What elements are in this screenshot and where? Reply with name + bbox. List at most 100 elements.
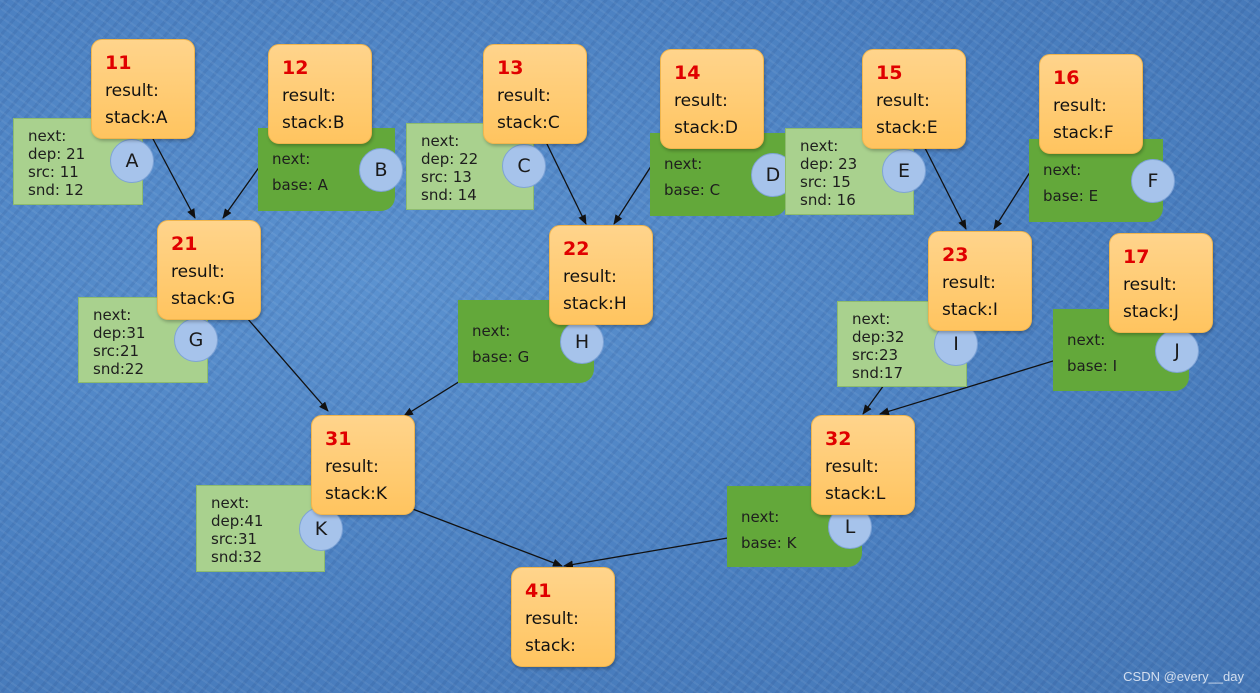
- stack-line: dep: 23: [800, 155, 858, 173]
- edge-21-31: [246, 317, 329, 412]
- stack-line: snd: 16: [800, 191, 856, 209]
- task-box-15: 15 result: stack:E: [862, 49, 966, 149]
- task-box-21: 21 result: stack:G: [157, 220, 261, 320]
- task-box-32: 32 result: stack:L: [811, 415, 915, 515]
- task-id: 16: [1053, 67, 1080, 89]
- task-result: result:: [325, 457, 379, 477]
- task-result: result:: [825, 457, 879, 477]
- task-result: result:: [497, 86, 551, 106]
- stack-line: next:: [664, 155, 703, 173]
- task-stack: stack:E: [876, 118, 938, 138]
- stack-line: next:: [1043, 161, 1082, 179]
- stack-line: next:: [741, 508, 780, 526]
- stack-label-e: E: [882, 149, 926, 193]
- task-id: 13: [497, 57, 524, 79]
- task-id: 23: [942, 244, 969, 266]
- stack-line: next:: [800, 137, 839, 155]
- stack-line: src:21: [93, 342, 140, 360]
- task-stack: stack:A: [105, 108, 168, 128]
- task-stack: stack:K: [325, 484, 388, 504]
- task-box-17: 17 result: stack:J: [1109, 233, 1213, 333]
- task-result: result:: [876, 91, 930, 111]
- task-stack: stack:L: [825, 484, 886, 504]
- stack-line: next:: [421, 132, 460, 150]
- stack-line: base: I: [1067, 357, 1118, 375]
- stack-line: base: C: [664, 181, 721, 199]
- stack-line: next:: [272, 150, 311, 168]
- stack-line: base: E: [1043, 187, 1099, 205]
- task-result: result:: [942, 273, 996, 293]
- task-result: result:: [525, 609, 579, 629]
- stack-line: snd:17: [852, 364, 903, 382]
- task-result: result:: [1053, 96, 1107, 116]
- task-id: 22: [563, 238, 590, 260]
- stack-line: dep: 22: [421, 150, 479, 168]
- stack-line: next:: [1067, 331, 1106, 349]
- task-id: 21: [171, 233, 198, 255]
- stack-label-b: B: [359, 148, 403, 192]
- stack-line: next:: [28, 127, 67, 145]
- stack-label-f: F: [1131, 159, 1175, 203]
- task-box-12: 12 result: stack:B: [268, 44, 372, 144]
- task-id: 11: [105, 52, 132, 74]
- stack-label-j: J: [1155, 329, 1199, 373]
- task-stack: stack:B: [282, 113, 345, 133]
- stack-line: src:31: [211, 530, 258, 548]
- stack-label-g: G: [174, 318, 218, 362]
- stack-line: snd: 14: [421, 186, 477, 204]
- edge-31-41: [409, 507, 563, 567]
- task-result: result:: [563, 267, 617, 287]
- stack-line: dep: 21: [28, 145, 86, 163]
- task-box-23: 23 result: stack:I: [928, 231, 1032, 331]
- task-box-11: 11 result: stack:A: [91, 39, 195, 139]
- stack-line: base: K: [741, 534, 797, 552]
- stack-line: snd:32: [211, 548, 262, 566]
- edge-15-23: [923, 145, 967, 230]
- stack-line: base: G: [472, 348, 530, 366]
- task-box-16: 16 result: stack:F: [1039, 54, 1143, 154]
- task-stack: stack:C: [497, 113, 560, 133]
- task-result: result:: [105, 81, 159, 101]
- task-stack: stack:G: [171, 289, 236, 309]
- stack-line: dep:41: [211, 512, 264, 530]
- stack-line: next:: [852, 310, 891, 328]
- task-box-14: 14 result: stack:D: [660, 49, 764, 149]
- stack-line: src:23: [852, 346, 899, 364]
- stack-line: src: 11: [28, 163, 79, 181]
- task-stack: stack:I: [942, 300, 998, 320]
- stack-label-a: A: [110, 139, 154, 183]
- task-stack: stack:D: [674, 118, 738, 138]
- task-id: 12: [282, 57, 309, 79]
- task-id: 17: [1123, 246, 1150, 268]
- task-stack: stack:: [525, 636, 576, 656]
- stack-frame-a: next: dep: 21 src: 11 snd: 12: [13, 118, 143, 205]
- task-box-22: 22 result: stack:H: [549, 225, 653, 325]
- stack-line: base: A: [272, 176, 328, 194]
- task-result: result:: [171, 262, 225, 282]
- task-id: 15: [876, 62, 903, 84]
- task-box-13: 13 result: stack:C: [483, 44, 587, 144]
- stack-line: snd: 12: [28, 181, 84, 199]
- task-id: 14: [674, 62, 701, 84]
- task-result: result:: [1123, 275, 1177, 295]
- watermark: CSDN @every__day: [1123, 669, 1244, 684]
- edge-11-21: [151, 136, 196, 219]
- task-box-41: 41 result: stack:: [511, 567, 615, 667]
- task-id: 32: [825, 428, 852, 450]
- edge-13-22: [545, 141, 587, 225]
- stack-line: next:: [93, 306, 132, 324]
- stack-line: src: 13: [421, 168, 472, 186]
- stack-label-c: C: [502, 144, 546, 188]
- task-result: result:: [674, 91, 728, 111]
- task-box-31: 31 result: stack:K: [311, 415, 415, 515]
- task-stack: stack:H: [563, 294, 627, 314]
- stack-line: dep:32: [852, 328, 905, 346]
- task-result: result:: [282, 86, 336, 106]
- stack-label-h: H: [560, 320, 604, 364]
- stack-line: snd:22: [93, 360, 144, 378]
- task-stack: stack:F: [1053, 123, 1114, 143]
- task-id: 31: [325, 428, 352, 450]
- stack-line: next:: [211, 494, 250, 512]
- task-stack: stack:J: [1123, 302, 1179, 322]
- stack-line: next:: [472, 322, 511, 340]
